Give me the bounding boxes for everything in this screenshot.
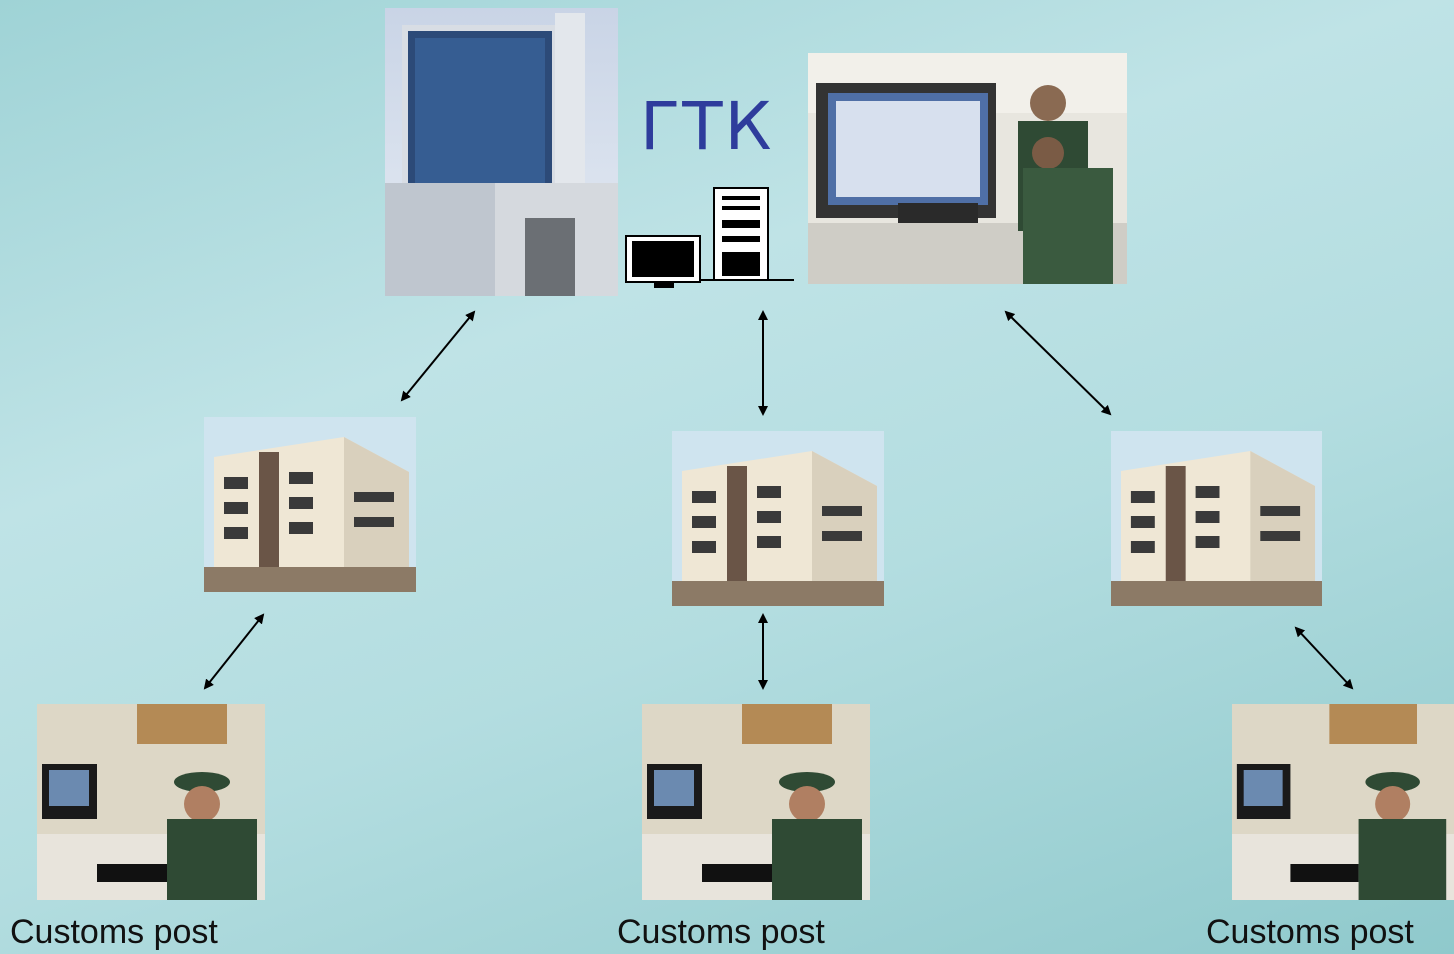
customs-post-label: Customs post — [1206, 913, 1414, 951]
hq-building-photo — [385, 8, 618, 296]
customs-post-label: Customs post — [10, 913, 218, 951]
arrow-regional-right-to-post — [1294, 626, 1354, 690]
customs-officer-at-computer-photo — [642, 704, 870, 900]
customs-officer-at-computer-photo — [37, 704, 265, 900]
arrow-regional-left-to-post — [203, 613, 265, 690]
arrow-hq-to-regional-left — [400, 310, 476, 402]
arrow-hq-to-regional-right — [1004, 310, 1112, 416]
customs-post-label: Customs post — [617, 913, 825, 951]
operators-at-screen-photo — [808, 53, 1127, 284]
page-title: ГТК — [640, 88, 774, 165]
customs-officer-at-computer-photo — [1232, 704, 1454, 900]
server-workstation-icon — [624, 186, 796, 294]
regional-office-building-photo — [204, 417, 416, 592]
regional-office-building-photo — [672, 431, 884, 606]
regional-office-building-photo — [1111, 431, 1322, 606]
